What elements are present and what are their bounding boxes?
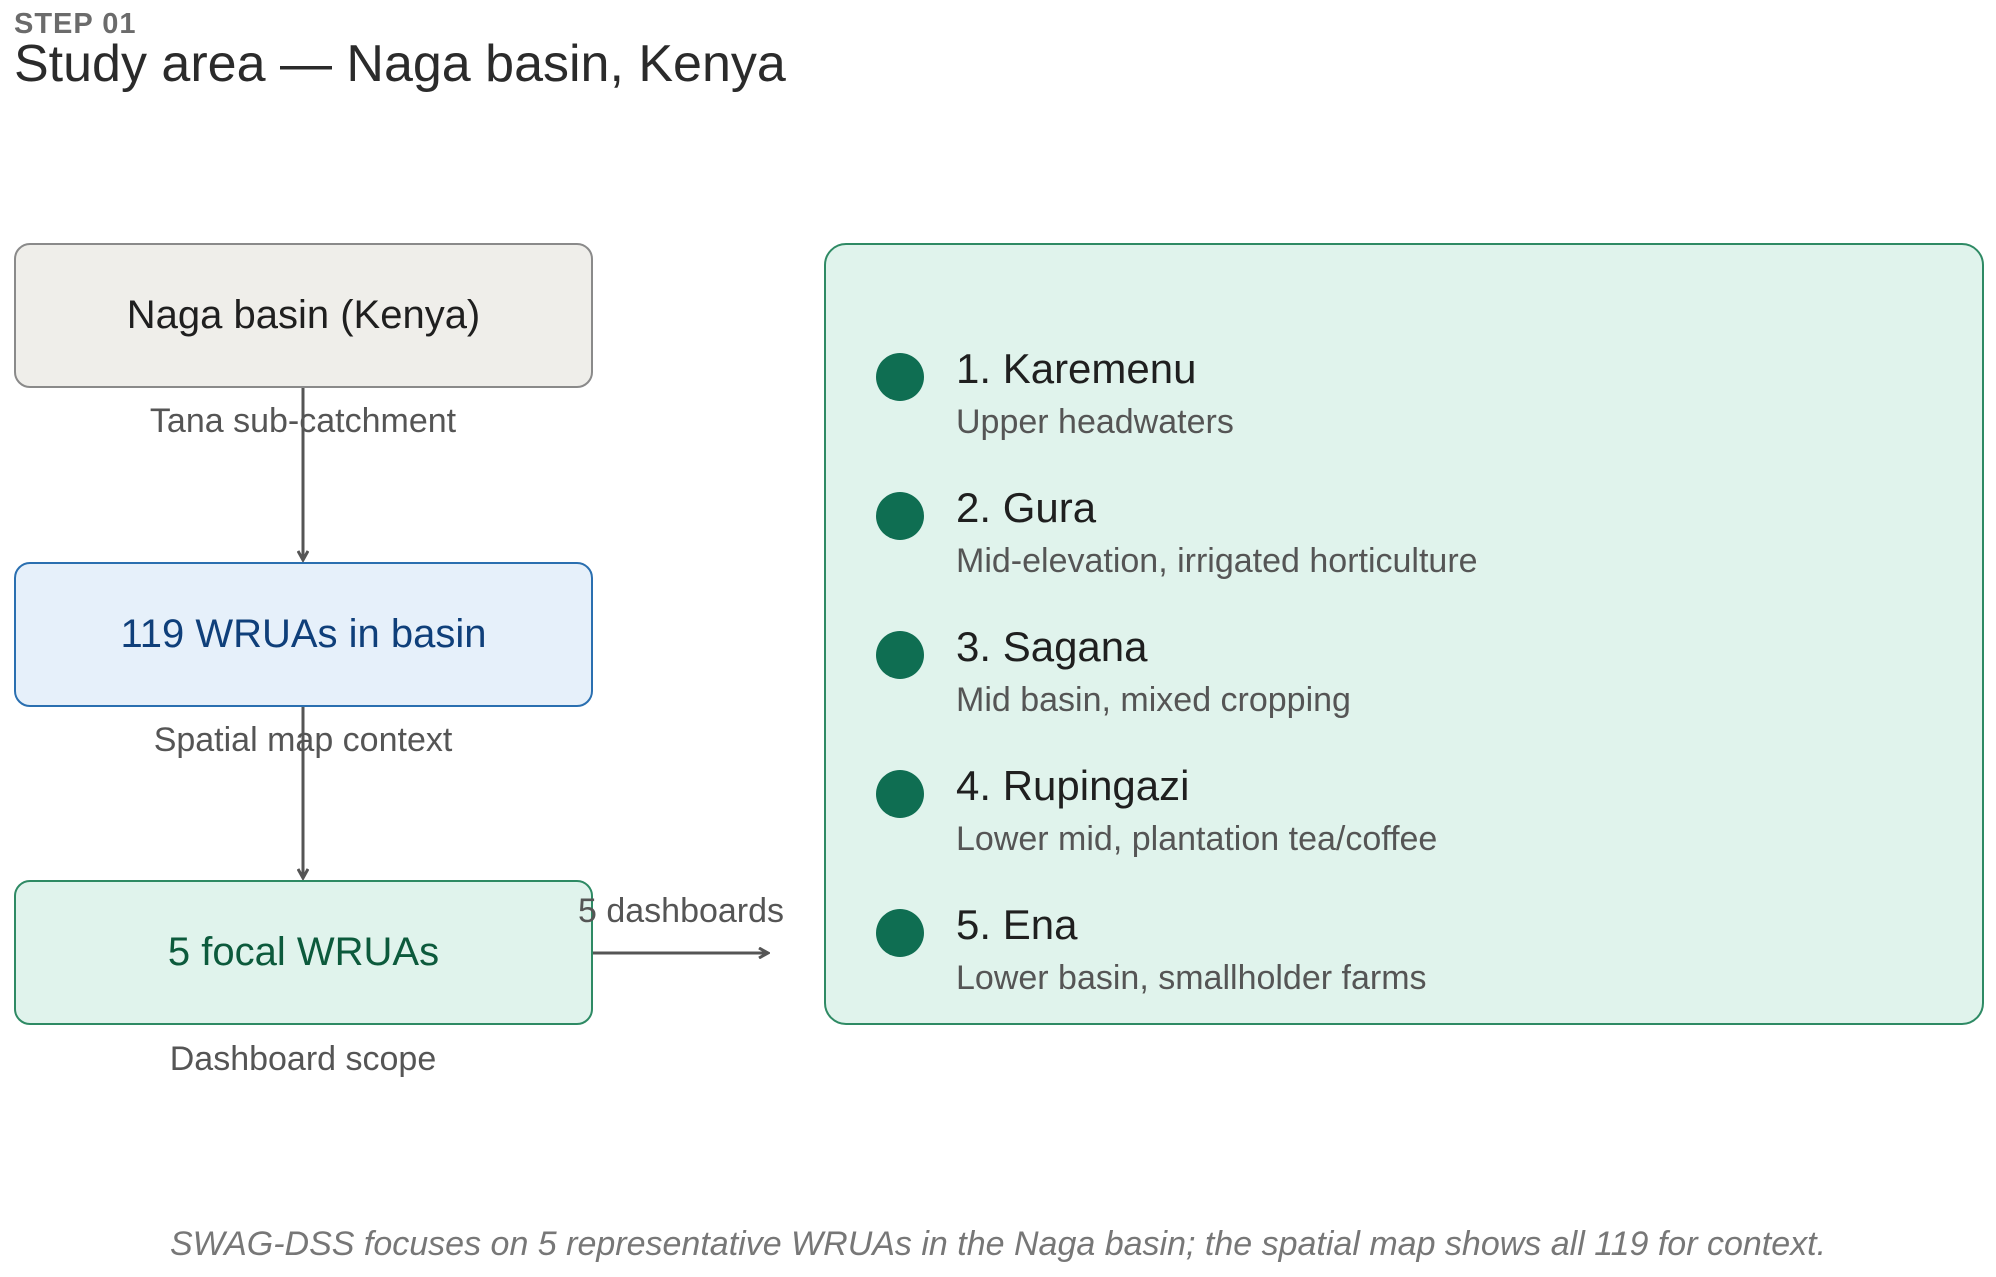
wrua-name: 2. Gura [956,484,1097,531]
node-naga-basin-sublabel: Tana sub-catchment [149,402,457,440]
figure-caption: SWAG-DSS focuses on 5 representative WRU… [169,1225,1827,1263]
bullet-dot-icon [876,631,924,679]
wrua-name: 5. Ena [956,901,1078,948]
node-naga-basin: Naga basin (Kenya) [14,243,593,388]
wrua-description: Lower mid, plantation tea/coffee [956,820,1438,858]
node-119-wruas: 119 WRUAs in basin [14,562,593,707]
wrua-name: 1. Karemenu [956,345,1197,392]
wrua-item-rupingazi: 4. Rupingazi Lower mid, plantation tea/c… [826,748,1976,868]
bullet-dot-icon [876,353,924,401]
node-5-focal-wruas-sublabel: Dashboard scope [169,1040,437,1078]
wrua-name: 4. Rupingazi [956,762,1190,809]
node-119-wruas-sublabel: Spatial map context [153,721,453,759]
focal-wruas-panel: 1. Karemenu Upper headwaters 2. Gura Mid… [824,243,1984,1025]
wrua-description: Mid basin, mixed cropping [956,681,1351,719]
node-5-focal-wruas: 5 focal WRUAs [14,880,593,1025]
wrua-description: Upper headwaters [956,403,1234,441]
wrua-item-sagana: 3. Sagana Mid basin, mixed cropping [826,609,1976,729]
wrua-item-karemenu: 1. Karemenu Upper headwaters [826,331,1976,451]
wrua-item-gura: 2. Gura Mid-elevation, irrigated horticu… [826,470,1976,590]
bullet-dot-icon [876,492,924,540]
step-label: STEP 01 [14,8,137,40]
wrua-description: Mid-elevation, irrigated horticulture [956,542,1478,580]
bullet-dot-icon [876,909,924,957]
wrua-name: 3. Sagana [956,623,1148,670]
edge-label-dashboards: 5 dashboards [578,892,785,930]
wrua-description: Lower basin, smallholder farms [956,959,1427,997]
page-title: Study area — Naga basin, Kenya [14,35,786,93]
bullet-dot-icon [876,770,924,818]
wrua-item-ena: 5. Ena Lower basin, smallholder farms [826,887,1976,1007]
